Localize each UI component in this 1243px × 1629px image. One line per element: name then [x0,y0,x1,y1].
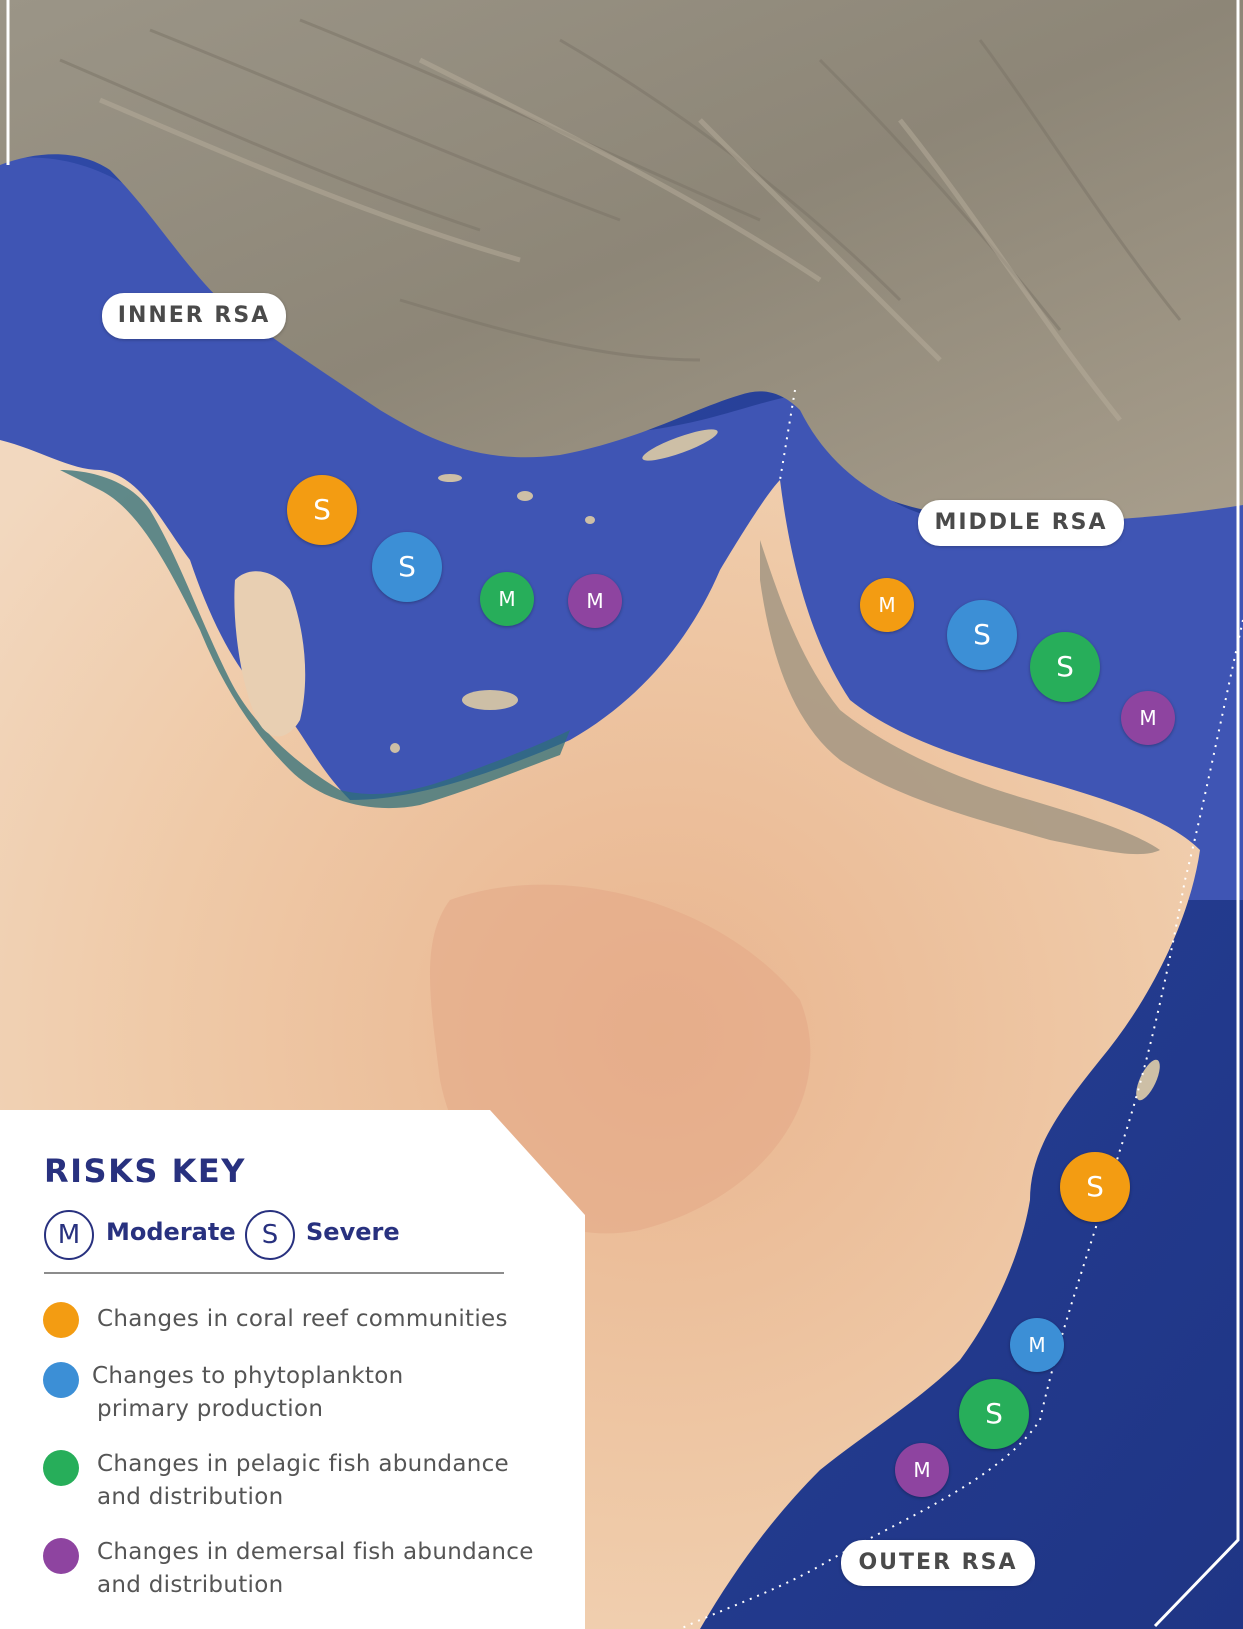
risk-marker-phytoplankton-moderate: M [1010,1318,1064,1372]
risk-marker-phytoplankton-severe: S [372,532,442,602]
inner-middle-boundary [779,389,796,481]
risk-marker-demersal-moderate: M [568,574,622,628]
risk-marker-coral-severe: S [287,475,357,545]
qatar [234,571,306,737]
northern-landmass [0,0,1243,522]
risk-marker-coral-moderate: M [860,578,914,632]
risk-marker-demersal-moderate: M [895,1443,949,1497]
mountain-shadows [99,57,1122,422]
region-label-inner-rsa: INNER RSA [102,293,286,339]
gulf-islands [390,429,1160,1101]
risk-marker-phytoplankton-severe: S [947,600,1017,670]
region-label-middle-rsa: MIDDLE RSA [918,500,1124,546]
risk-marker-pelagic-severe: S [959,1379,1029,1449]
risk-marker-coral-severe: S [1060,1152,1130,1222]
middle-outer-boundary [679,619,1243,1629]
risk-marker-pelagic-severe: S [1030,632,1100,702]
risk-marker-pelagic-moderate: M [480,572,534,626]
outer-frame [6,0,1240,1628]
hajar-mountains [760,540,1160,855]
region-label-outer-rsa: OUTER RSA [841,1540,1035,1586]
risk-marker-demersal-moderate: M [1121,691,1175,745]
